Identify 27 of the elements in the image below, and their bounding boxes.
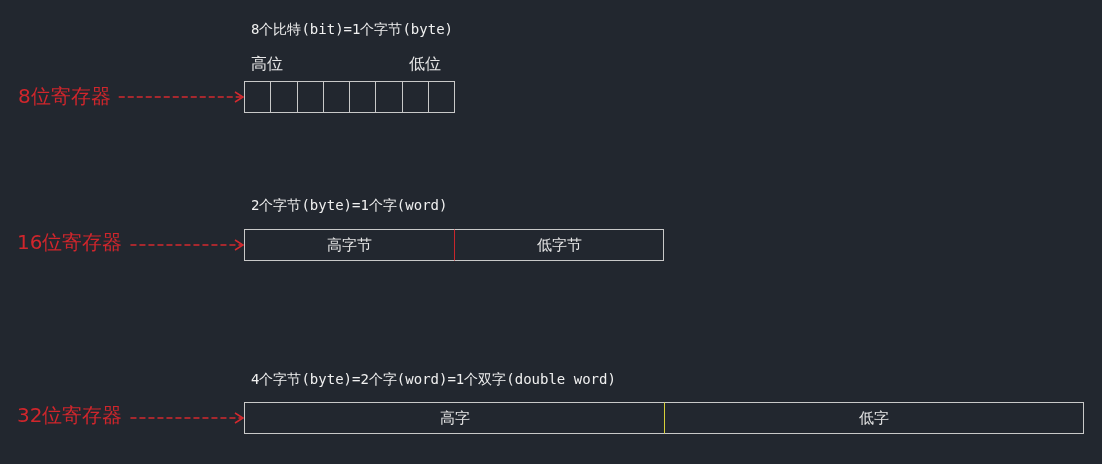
dashed-arrow [129,412,244,424]
bit-order-label: 低位 [409,54,441,74]
segment-label: 低字 [859,409,889,427]
formula-text: 4个字节(byte)=2个字(word)=1个双字(double word) [251,370,616,388]
bit-cell [402,81,428,113]
dashed-arrow [129,239,244,251]
dashed-arrow [118,91,244,103]
register-segment [244,402,664,434]
bit-order-label: 高位 [251,54,283,74]
bit-cell [323,81,349,113]
register-label: 8位寄存器 [18,84,111,108]
segment-label: 低字节 [536,236,582,254]
segment-label: 高字 [439,409,470,427]
register-label: 16位寄存器 [17,230,123,254]
formula-text: 8个比特(bit)=1个字节(byte) [251,20,453,38]
bit-cell [428,81,455,113]
register-segment [244,229,454,261]
register-segment [454,229,664,261]
formula-text: 2个字节(byte)=1个字(word) [251,196,448,214]
register-segment [664,402,1084,434]
bit-cell [297,81,323,113]
bit-cell [349,81,375,113]
register-label: 32位寄存器 [17,403,123,427]
bit-cell [375,81,402,113]
segment-label: 高字节 [327,236,372,254]
bit-cell [270,81,297,113]
bit-cell [244,81,270,113]
